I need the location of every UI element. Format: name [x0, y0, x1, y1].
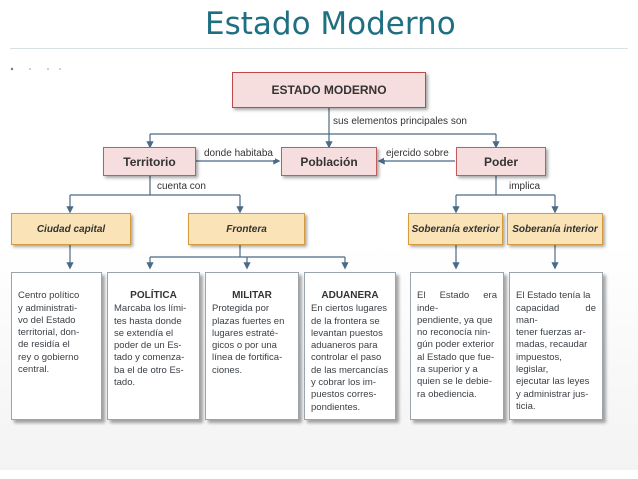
node-poder-label: Poder [483, 154, 518, 169]
node-soberania-interior-label: Soberanía interior [512, 223, 598, 235]
node-estado-moderno: ESTADO MODERNO [232, 72, 426, 108]
card-aduanera-heading: ADUANERA [321, 290, 379, 302]
node-poblacion-label: Población [300, 154, 358, 169]
card-aduanera-text: En ciertos lugares de la frontera se lev… [311, 303, 389, 413]
card-militar-text: Protegida por plazas fuertes en lugares … [212, 303, 285, 376]
corner-ornament [10, 67, 61, 71]
card-soberania-exterior: El Estado era inde- pendiente, ya que no… [410, 272, 504, 420]
node-ciudad-capital-label: Ciudad capital [36, 223, 106, 235]
node-soberania-exterior: Soberanía exterior [408, 213, 503, 245]
edge-label-sus-elementos: sus elementos principales son [331, 116, 469, 128]
slide-title: Estado Moderno [205, 6, 456, 42]
edge-label-implica: implica [507, 181, 543, 193]
card-ciudad-capital-text: Centro político y administrati- vo del E… [18, 290, 80, 376]
node-territorio-label: Territorio [123, 154, 176, 169]
node-poder: Poder [456, 147, 546, 176]
node-frontera: Frontera [188, 213, 305, 245]
title-divider [10, 48, 628, 49]
card-politica-heading: POLÍTICA [130, 290, 177, 302]
card-ciudad-capital: Centro político y administrati- vo del E… [11, 272, 102, 420]
card-soberania-interior-text: El Estado tenía la capacidad de man- ten… [516, 290, 596, 412]
node-estado-moderno-label: ESTADO MODERNO [271, 83, 387, 97]
edge-label-donde-habitaba: donde habitaba [202, 148, 275, 160]
node-ciudad-capital: Ciudad capital [11, 213, 131, 245]
card-militar-heading: MILITAR [232, 290, 272, 302]
card-soberania-exterior-text: El Estado era inde- pendiente, ya que no… [417, 290, 497, 400]
node-soberania-exterior-label: Soberanía exterior [411, 223, 500, 235]
edge-label-cuenta-con: cuenta con [155, 181, 208, 193]
node-soberania-interior: Soberanía interior [507, 213, 603, 245]
card-politica-text: Marcaba los lími- tes hasta donde se ext… [114, 303, 187, 389]
node-poblacion: Población [281, 147, 377, 176]
edge-label-ejercido-sobre: ejercido sobre [384, 148, 451, 160]
node-territorio: Territorio [103, 147, 196, 176]
card-soberania-interior: El Estado tenía la capacidad de man- ten… [509, 272, 603, 420]
node-frontera-label: Frontera [226, 223, 267, 235]
